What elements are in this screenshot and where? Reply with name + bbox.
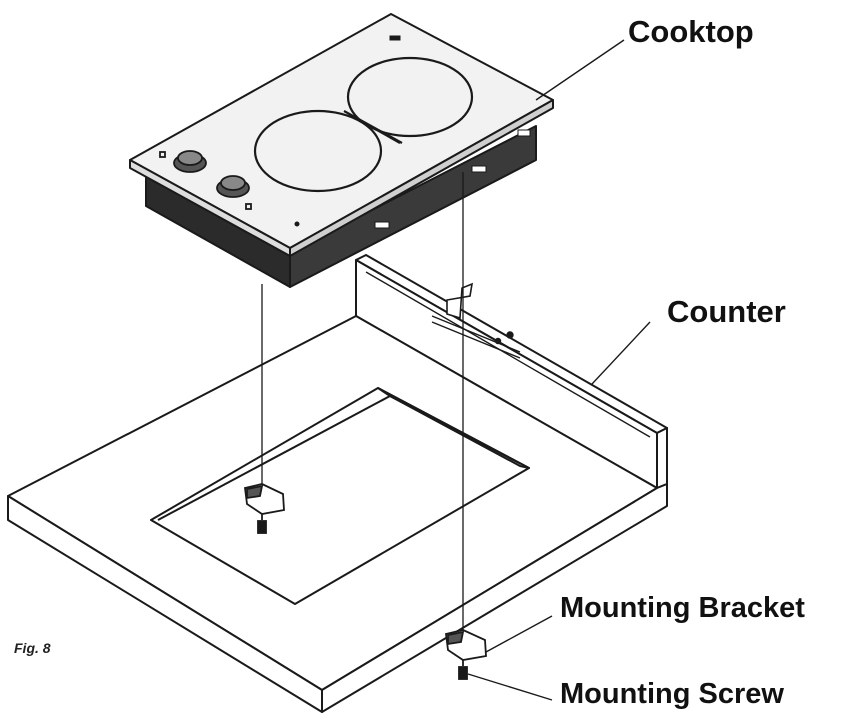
leader-counter xyxy=(591,321,651,385)
counter-backsplash-side xyxy=(656,427,668,489)
rear-bracket xyxy=(446,282,474,320)
label-counter: Counter xyxy=(667,294,786,329)
label-cooktop: Cooktop xyxy=(628,14,754,49)
leader-bracket xyxy=(485,615,553,653)
figure-number: Fig. 8 xyxy=(14,640,51,656)
bracket-left-assembly xyxy=(244,483,285,534)
leader-lines xyxy=(467,39,651,701)
bracket-right-assembly xyxy=(445,629,487,680)
label-mounting-screw: Mounting Screw xyxy=(560,678,784,710)
mounting-screw-right xyxy=(458,666,468,680)
mounting-screw-left xyxy=(257,520,267,534)
label-mounting-bracket: Mounting Bracket xyxy=(560,592,805,624)
alignment-lines xyxy=(261,172,464,632)
burner-front xyxy=(253,109,383,193)
burner-rear xyxy=(346,56,474,138)
leader-screw xyxy=(467,673,553,701)
counter-cutout xyxy=(150,387,530,605)
cooktop-burners xyxy=(253,56,474,193)
cooktop xyxy=(129,13,554,288)
counter-right-edge xyxy=(321,483,668,713)
leader-cooktop xyxy=(535,39,625,101)
cooktop-details xyxy=(294,35,531,229)
cooktop-glass-edge-right xyxy=(289,99,554,257)
backsplash-rail xyxy=(365,271,651,438)
cooktop-knobs xyxy=(159,150,252,210)
